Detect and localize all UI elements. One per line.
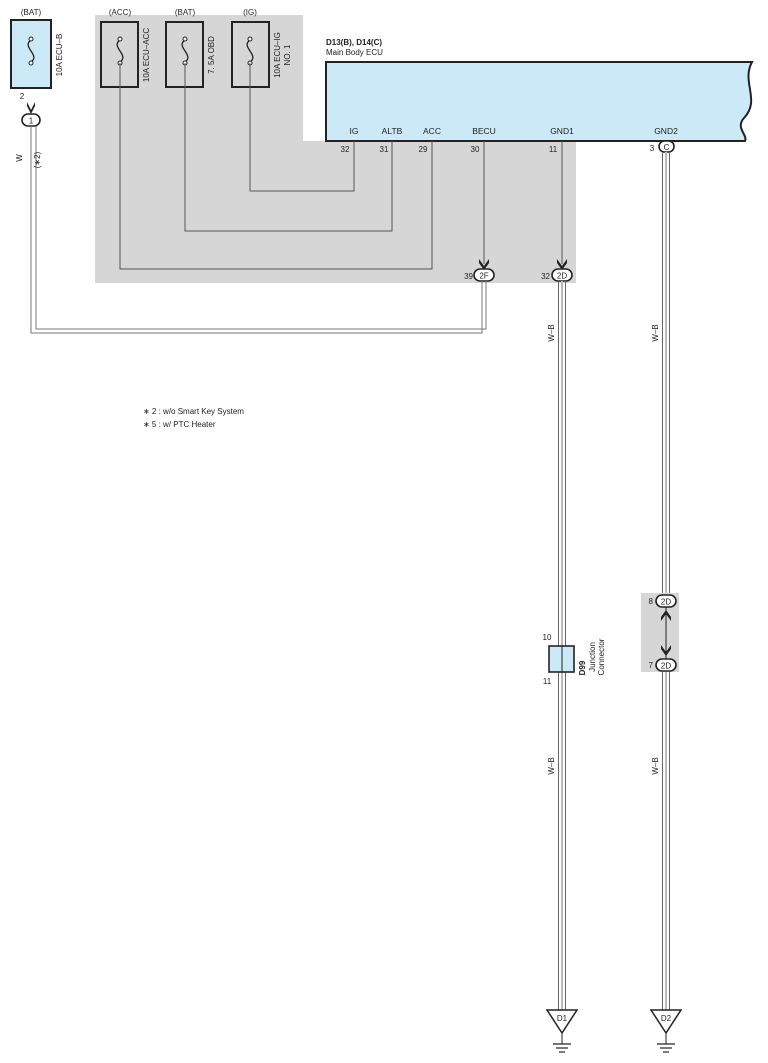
ecu-pin-acc: ACC bbox=[423, 126, 441, 136]
ecu-pin-num-becu: 30 bbox=[471, 145, 480, 154]
wire-becu-feed bbox=[30, 126, 487, 334]
ecu-pin-num-altb: 31 bbox=[380, 145, 389, 154]
arrow-2d bbox=[557, 259, 567, 270]
gnd2-connector-label: C bbox=[664, 143, 670, 152]
fuse-3-source: (BAT) bbox=[175, 8, 196, 17]
fuse-2-source: (ACC) bbox=[109, 8, 132, 17]
wire-wb-label-3: W–B bbox=[547, 757, 556, 774]
wire-altb bbox=[184, 63, 393, 232]
connector-2d-bottom bbox=[655, 658, 677, 672]
connector-2d-bottom-label: 2D bbox=[661, 662, 671, 671]
becu-pin: 39 bbox=[464, 272, 473, 281]
wire-wb-label-4: W–B bbox=[651, 757, 660, 774]
fuse-3-symbol bbox=[181, 39, 189, 63]
connector-1-label: 1 bbox=[29, 117, 34, 126]
fuse-4-label: 10A ECU–IG bbox=[273, 32, 282, 78]
ecu-name: Main Body ECU bbox=[326, 48, 383, 57]
ecu-pin-num-gnd1: 11 bbox=[549, 145, 558, 154]
ecu-pin-ig: IG bbox=[350, 126, 359, 136]
wire-w-label: W bbox=[15, 154, 24, 162]
fuse-1-box bbox=[10, 19, 52, 89]
ecu-code: D13(B), D14(C) bbox=[326, 38, 382, 47]
gnd2-junction-bottom-pin: 7 bbox=[649, 661, 654, 670]
ecu-pin-num-acc: 29 bbox=[419, 145, 428, 154]
arrow-2f bbox=[479, 259, 489, 270]
arrow-up-2d bbox=[661, 610, 671, 621]
gnd2-junction-top-pin: 8 bbox=[649, 597, 654, 606]
junction-label-2: Connector bbox=[597, 638, 606, 675]
fuse-1-pin: 2 bbox=[20, 92, 25, 101]
ecu-pin-num-ig: 32 bbox=[341, 145, 350, 154]
fuse-4-source: (IG) bbox=[243, 8, 257, 17]
junction-pin-top: 10 bbox=[543, 633, 552, 642]
fuse-1-label: 10A ECU–B bbox=[55, 34, 64, 77]
wire-ig bbox=[249, 63, 355, 192]
note-1: ∗ 2 : w/o Smart Key System bbox=[143, 407, 244, 416]
gnd1-pin: 32 bbox=[541, 272, 550, 281]
ground-d2-label: D2 bbox=[661, 1014, 672, 1023]
wire-wb-label-2: W–B bbox=[651, 324, 660, 341]
ecu-box bbox=[325, 61, 754, 142]
fuse-1-symbol bbox=[27, 39, 35, 63]
wire-wb-label-1: W–B bbox=[547, 324, 556, 341]
ecu-pin-altb: ALTB bbox=[382, 126, 403, 136]
fuse-2-label: 10A ECU–ACC bbox=[142, 28, 151, 82]
ecu-pin-num-gnd2: 3 bbox=[650, 144, 655, 153]
ground-d2-symbol bbox=[649, 1009, 683, 1035]
connector-2f-label: 2F bbox=[479, 272, 488, 281]
arrow-fuse-1 bbox=[27, 102, 35, 114]
fuse-2-symbol bbox=[116, 39, 124, 63]
connector-2d-top-label: 2D bbox=[661, 598, 671, 607]
wire-w-note: (∗2) bbox=[33, 151, 42, 168]
wire-acc bbox=[119, 63, 433, 270]
junction-label-1: Junction bbox=[588, 642, 597, 672]
fuse-3-label: 7. 5A OBD bbox=[207, 36, 216, 74]
junction-pin-bottom: 11 bbox=[543, 677, 552, 686]
ground-d1-symbol bbox=[545, 1009, 579, 1035]
connector-2d-gnd1-label: 2D bbox=[557, 272, 567, 281]
fuse-1-source: (BAT) bbox=[21, 8, 42, 17]
note-2: ∗ 5 : w/ PTC Heater bbox=[143, 420, 216, 429]
connector-2f bbox=[473, 268, 495, 282]
ground-d1-label: D1 bbox=[557, 1014, 568, 1023]
arrow-down-2d bbox=[661, 645, 671, 656]
wire-gnd1 bbox=[558, 281, 566, 1010]
fuse-4-label-2: NO. 1 bbox=[283, 44, 292, 65]
wire-gnd2 bbox=[662, 152, 670, 1010]
ecu-pin-gnd2: GND2 bbox=[654, 126, 678, 136]
fuse-4-symbol bbox=[246, 39, 254, 63]
junction-code: D99 bbox=[578, 660, 587, 675]
ecu-pin-gnd1: GND1 bbox=[550, 126, 574, 136]
ecu-pin-becu: BECU bbox=[472, 126, 496, 136]
junction-block-background bbox=[95, 15, 576, 283]
